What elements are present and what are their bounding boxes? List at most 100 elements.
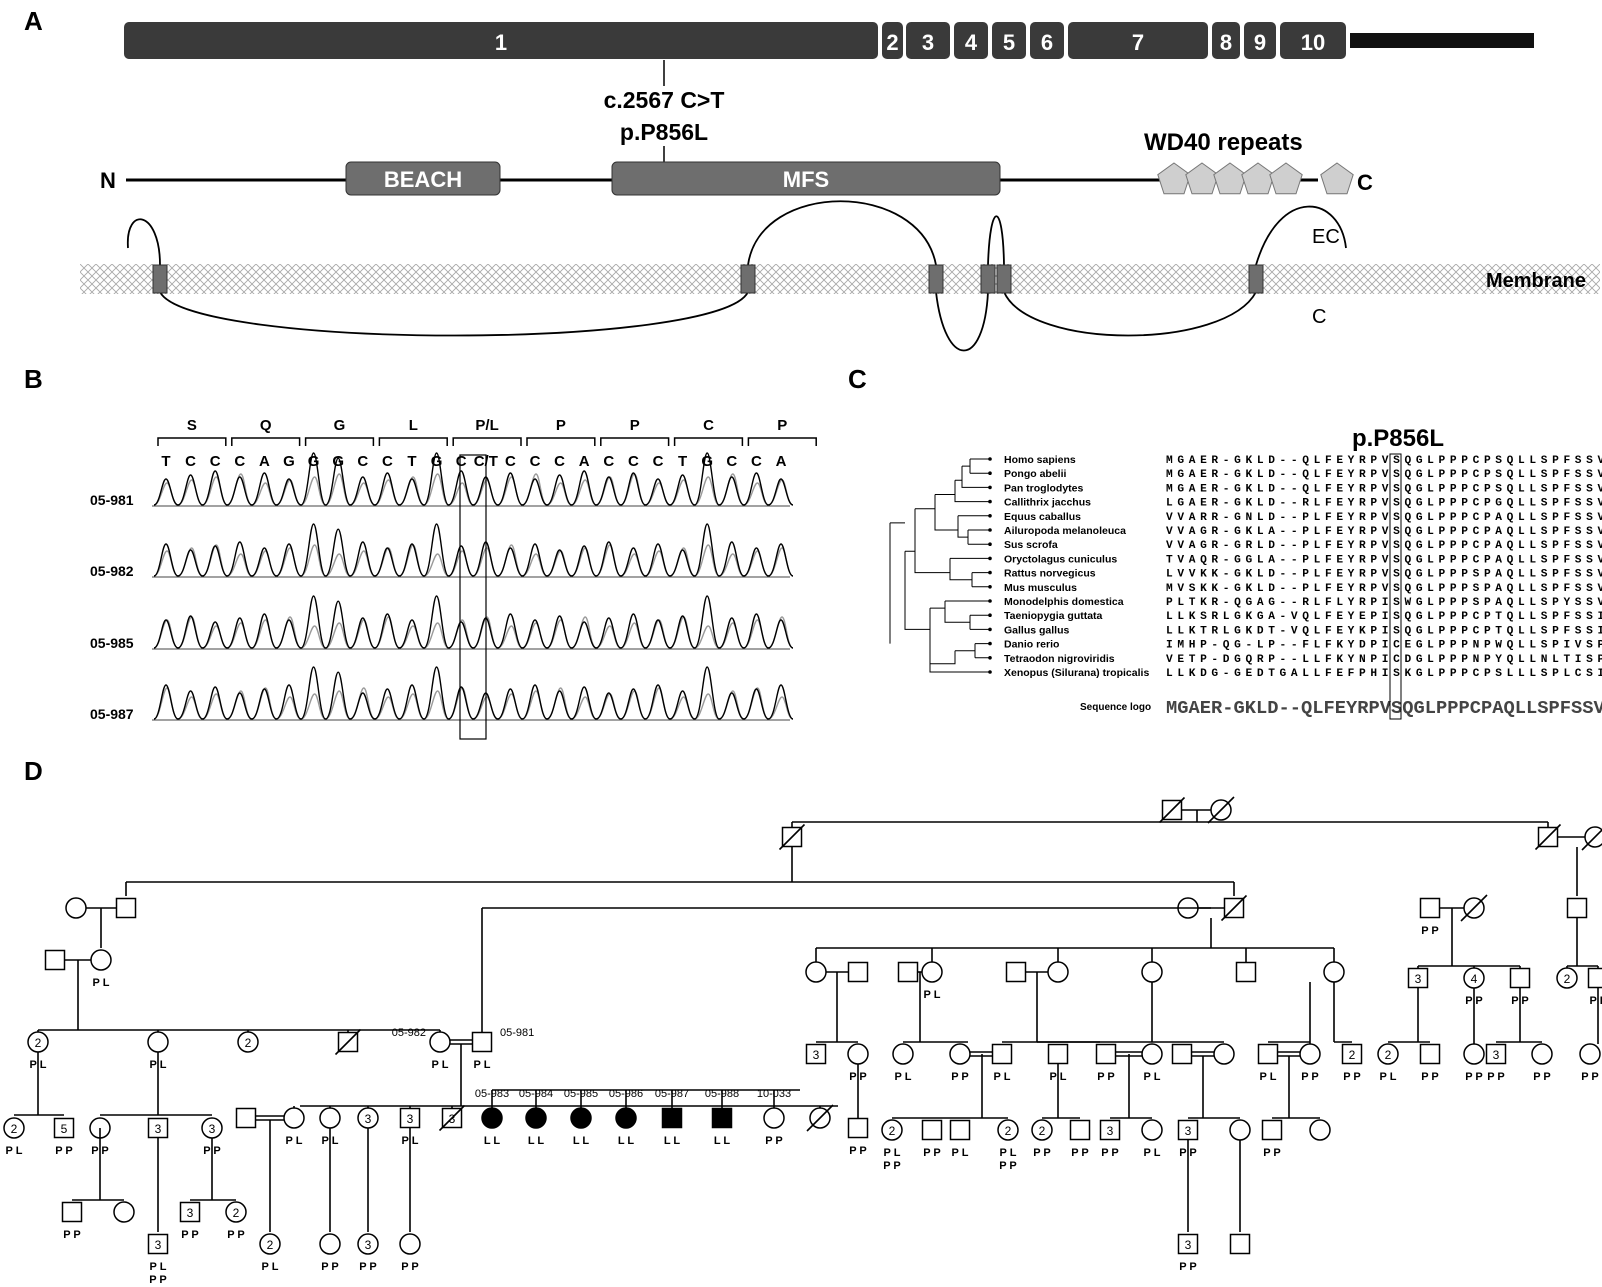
transmembrane-segments bbox=[152, 264, 1264, 294]
deceased-slash bbox=[334, 1028, 362, 1056]
species-name: Taeniopygia guttata bbox=[1004, 610, 1103, 622]
sibship-count: 3 bbox=[365, 1112, 372, 1126]
sample-label: 05-981 bbox=[90, 492, 134, 508]
tree-branch bbox=[969, 458, 990, 474]
genotype: P L bbox=[432, 1059, 449, 1071]
tree-branch bbox=[904, 550, 930, 630]
base-call: C bbox=[210, 453, 221, 470]
sibship-count: 2 bbox=[1385, 1048, 1392, 1062]
tree-branch bbox=[961, 465, 990, 488]
membrane-band bbox=[80, 264, 1600, 294]
species-sequence: MGAER-GKLD--QLFEYRPVSQGLPPPCPSQLLSPFSSVV… bbox=[1166, 455, 1602, 467]
sibship-count: 2 bbox=[1005, 1124, 1012, 1138]
extracellular-label: EC bbox=[1312, 226, 1340, 248]
exon-label-8: 8 bbox=[1220, 30, 1232, 55]
female bbox=[1309, 1119, 1331, 1141]
exon-label-1: 1 bbox=[495, 30, 507, 55]
exon-7 bbox=[1068, 22, 1208, 59]
species-sequence: IMHP-QG-LP--FLFKYDPICEGLPPPNPWQLLSPIVSPL… bbox=[1166, 640, 1602, 652]
codon-bracket bbox=[673, 437, 744, 446]
male bbox=[1419, 897, 1441, 919]
genotype: P P bbox=[359, 1261, 377, 1273]
genotype: P P bbox=[1033, 1147, 1051, 1159]
genotype: P L bbox=[952, 1147, 969, 1159]
female bbox=[1377, 1043, 1399, 1065]
individual-id: 05-982 bbox=[392, 1027, 426, 1039]
female bbox=[1031, 1119, 1053, 1141]
genotype: P P bbox=[1533, 1071, 1551, 1083]
exon-label-3: 3 bbox=[922, 30, 934, 55]
female bbox=[3, 1117, 25, 1139]
wd40-repeat bbox=[1185, 162, 1219, 195]
sibship-count: 3 bbox=[1107, 1124, 1114, 1138]
codon-label: C bbox=[703, 417, 714, 434]
beach-domain bbox=[345, 161, 501, 196]
tree-branch bbox=[971, 572, 990, 588]
genotype: P P bbox=[227, 1229, 245, 1241]
affected-female bbox=[481, 1107, 503, 1129]
genotype: L L bbox=[573, 1135, 590, 1147]
male bbox=[1095, 1043, 1117, 1065]
codon-bracket bbox=[378, 437, 448, 446]
exon-label-6: 6 bbox=[1041, 30, 1053, 55]
male bbox=[1261, 1119, 1283, 1141]
trace-primary bbox=[153, 595, 794, 649]
genotype: P L bbox=[6, 1145, 23, 1157]
species-name: Homo sapiens bbox=[1004, 454, 1076, 466]
female bbox=[847, 1043, 869, 1065]
tree-branch bbox=[969, 614, 990, 630]
exon-label-4: 4 bbox=[965, 30, 978, 55]
species-sequence: VVAGR-GKLA--PLFEYRPVSQGLPPPCPAQLLSPFSSVV… bbox=[1166, 526, 1602, 538]
exon-4 bbox=[954, 22, 988, 59]
genotype: L L bbox=[664, 1135, 681, 1147]
female bbox=[1323, 961, 1345, 983]
genotype: P P bbox=[951, 1071, 969, 1083]
genotype: P P bbox=[1179, 1261, 1197, 1273]
affected-female bbox=[525, 1107, 547, 1129]
sibship-count: 2 bbox=[1564, 972, 1571, 986]
male bbox=[1047, 1043, 1069, 1065]
female bbox=[1463, 1043, 1485, 1065]
sibship-count: 3 bbox=[155, 1122, 162, 1136]
male bbox=[1587, 967, 1602, 989]
wd40-repeat bbox=[1157, 162, 1191, 195]
female bbox=[1141, 1119, 1163, 1141]
tree-branch bbox=[954, 479, 990, 503]
exon-label-5: 5 bbox=[1003, 30, 1015, 55]
membrane-label: Membrane bbox=[1486, 270, 1586, 292]
female bbox=[763, 1107, 785, 1129]
female bbox=[399, 1233, 421, 1255]
alignment-rows: Homo sapiens MGAER-GKLD--QLFEYRPVSQGLPPPC… bbox=[1004, 454, 1602, 719]
genotype: P L bbox=[924, 989, 941, 1001]
tree-branch bbox=[929, 607, 990, 673]
codon-label: Q bbox=[260, 417, 272, 434]
sibship-count: 3 bbox=[209, 1122, 216, 1136]
male bbox=[1069, 1119, 1091, 1141]
codon-bracket bbox=[231, 437, 301, 446]
genotype: P P bbox=[401, 1261, 419, 1273]
female bbox=[1141, 961, 1163, 983]
individual-id: 05-981 bbox=[500, 1027, 534, 1039]
codon-bracket bbox=[157, 437, 227, 446]
base-call: T bbox=[678, 453, 687, 470]
exon-9 bbox=[1244, 22, 1276, 59]
sibship-count: 3 bbox=[1415, 972, 1422, 986]
wd40-repeat bbox=[1269, 162, 1303, 195]
wd40-repeat bbox=[1320, 162, 1354, 195]
individual-id: 05-986 bbox=[609, 1088, 643, 1100]
exon-6 bbox=[1030, 22, 1064, 59]
base-call: G bbox=[283, 453, 295, 470]
base-call: C bbox=[505, 453, 516, 470]
individual-id: 05-987 bbox=[655, 1088, 689, 1100]
female bbox=[921, 961, 943, 983]
panel-label-c: C bbox=[848, 364, 867, 394]
base-call: C bbox=[234, 453, 245, 470]
individual-id: 05-983 bbox=[475, 1088, 509, 1100]
species-name: Callithrix jacchus bbox=[1004, 497, 1091, 509]
male bbox=[1419, 1043, 1441, 1065]
exon-label-2: 2 bbox=[886, 30, 898, 55]
